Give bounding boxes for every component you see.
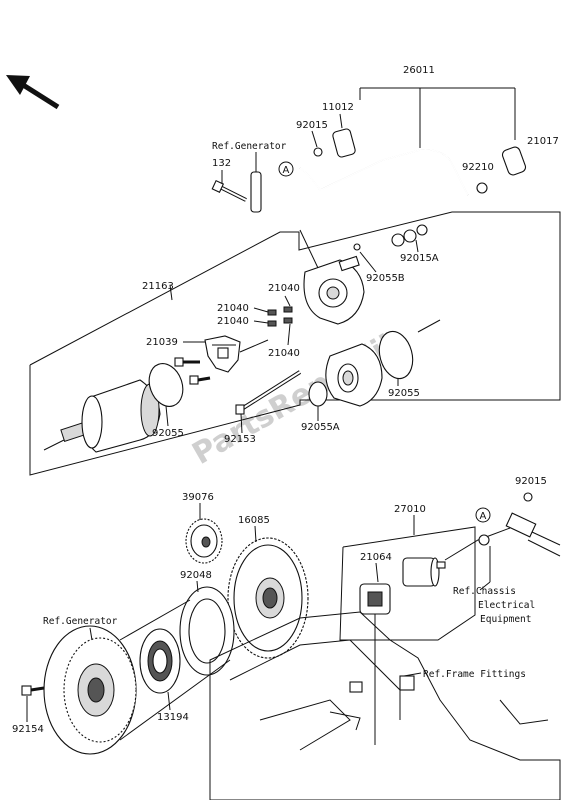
ref-chassis-line-2: Electrical: [478, 600, 535, 611]
starter-relay-27010: [402, 557, 446, 587]
callout-92015A: 92015A: [400, 253, 439, 264]
bracket-generator: [250, 171, 262, 213]
screws-21163: [174, 357, 211, 385]
starter-front-cover: [325, 343, 383, 407]
nut-92015-right: [523, 492, 533, 502]
bolt-132: [211, 179, 247, 202]
callout-92055-right: 92055: [388, 388, 420, 399]
callout-26011: 26011: [403, 65, 435, 76]
callout-92015-right: 92015: [515, 476, 547, 487]
callout-21040-c: 21040: [217, 316, 249, 327]
callout-11012: 11012: [322, 102, 354, 113]
callout-92055-left: 92055: [152, 428, 184, 439]
nut-92015-top: [313, 147, 323, 157]
oring-92055-left: [148, 363, 184, 407]
callout-27010: 27010: [394, 504, 426, 515]
cap-21017: [501, 146, 527, 176]
starter-assembly-frame: [29, 211, 561, 476]
motor-housing: [43, 379, 161, 453]
callout-132: 132: [212, 158, 231, 169]
callout-21017: 21017: [527, 136, 559, 147]
callout-92055A: 92055A: [301, 422, 340, 433]
callout-21064: 21064: [360, 552, 392, 563]
fuse-holder-21064: [359, 583, 391, 615]
ref-generator-bottom: Ref.Generator: [43, 616, 118, 627]
relay-frame: [339, 526, 476, 641]
callout-21040-a: 21040: [268, 283, 300, 294]
callout-39076: 39076: [182, 492, 214, 503]
brush-holder-21039: [204, 335, 241, 373]
svg-text:A: A: [480, 511, 487, 522]
circle-marker-a-top: A: [278, 161, 294, 177]
connector-right: [444, 512, 561, 561]
ref-chassis-line-3: Equipment: [480, 614, 531, 625]
callout-92055B: 92055B: [366, 273, 405, 284]
nut-92210: [476, 182, 488, 194]
callout-13194: 13194: [157, 712, 189, 723]
idle-gear-39076: [185, 518, 223, 564]
callout-21040-b: 21040: [217, 303, 249, 314]
callout-92210: 92210: [462, 162, 494, 173]
oring-92055-right: [378, 330, 414, 380]
through-bolt-92153: [235, 370, 302, 415]
circle-marker-a-right: A: [475, 507, 491, 523]
callout-16085: 16085: [238, 515, 270, 526]
callout-92153: 92153: [224, 434, 256, 445]
ref-chassis-line-1: Ref.Chassis: [453, 586, 516, 597]
starter-end-cover: [303, 255, 365, 325]
cap-11012: [332, 128, 356, 158]
callout-21040-d: 21040: [268, 348, 300, 359]
brushes-21040: [267, 306, 293, 327]
oring-92055A: [308, 381, 328, 407]
oring-92055B: [353, 243, 361, 251]
svg-text:A: A: [283, 165, 290, 176]
callout-21039: 21039: [146, 337, 178, 348]
callout-21163: 21163: [142, 281, 174, 292]
generator-rotor: [43, 625, 137, 755]
callout-92154: 92154: [12, 724, 44, 735]
nut-set-92015A: [391, 224, 428, 247]
ref-frame-fittings: Ref.Frame Fittings: [423, 669, 526, 680]
gasket-92048: [179, 586, 235, 676]
one-way-clutch-13194: [139, 628, 181, 694]
callout-92048: 92048: [180, 570, 212, 581]
starter-clutch-gear-16085: [227, 537, 309, 659]
ref-generator-top: Ref.Generator: [212, 141, 287, 152]
front-direction-arrow-icon: [6, 75, 60, 110]
bolt-92154: [21, 685, 45, 696]
cable-26011: [299, 87, 516, 196]
callout-92015-top: 92015: [296, 120, 328, 131]
